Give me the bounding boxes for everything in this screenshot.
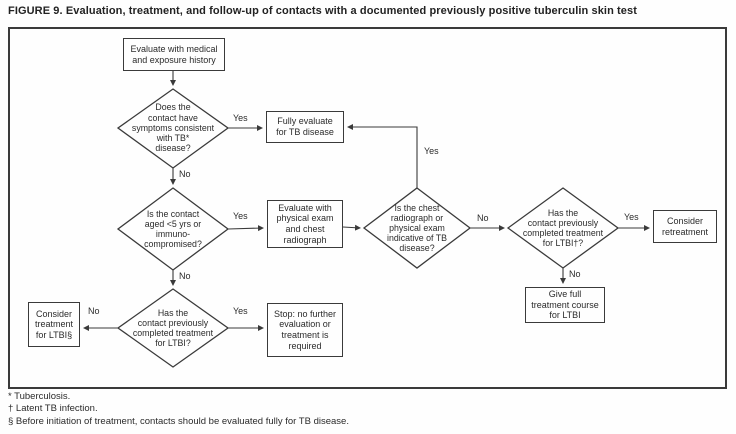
node-stop: Stop: no further evaluation or treatment… (267, 303, 343, 357)
edge-label-completed-right-no: No (569, 269, 581, 279)
decision-label-age-immuno: Is the contact aged <5 yrs or immuno- co… (144, 208, 202, 250)
decision-diamond-completed-treatment-bottom (116, 288, 230, 368)
decision-label-completed-treatment-right: Has the contact previously completed tre… (522, 207, 604, 249)
connector-exam-to-xray (342, 224, 361, 231)
edge-label-xray-yes: Yes (424, 146, 439, 156)
node-consider-retreatment: Consider retreatment (653, 210, 717, 243)
edge-label-symptoms-no: No (179, 169, 191, 179)
node-physical-exam: Evaluate with physical exam and chest ra… (267, 200, 343, 248)
edge-label-symptoms-yes: Yes (233, 113, 248, 123)
node-give-full-treatment: Give full treatment course for LTBI (525, 287, 605, 323)
decision-diamond-xray-indicative (362, 187, 472, 269)
footnote-before-initiation: § Before initiation of treatment, contac… (8, 415, 349, 427)
footnotes: * Tuberculosis. † Latent TB infection. §… (8, 391, 349, 428)
footnote-tuberculosis: * Tuberculosis. (8, 391, 71, 402)
diagram-border (8, 27, 727, 389)
edge-label-age-yes: Yes (233, 211, 248, 221)
node-consider-treatment: Consider treatment for LTBI§ (28, 302, 80, 347)
decision-diamond-completed-treatment-right (506, 187, 620, 269)
footnote-ltbi: † Latent TB infection. (8, 403, 98, 415)
edge-label-completed-bottom-yes: Yes (233, 306, 248, 316)
node-fully-evaluate: Fully evaluate for TB disease (266, 111, 344, 143)
decision-label-xray-indicative: Is the chest radiograph or physical exam… (387, 202, 447, 254)
decision-diamond-symptoms (116, 88, 230, 169)
connector-age-yes (227, 225, 264, 232)
decision-label-symptoms: Does the contact have symptoms consisten… (131, 102, 215, 154)
edge-label-completed-bottom-no: No (88, 306, 100, 316)
decision-label-completed-treatment-bottom: Has the contact previously completed tre… (132, 307, 214, 349)
figure-title: FIGURE 9. Evaluation, treatment, and fol… (8, 5, 638, 17)
edge-label-completed-right-yes: Yes (624, 212, 639, 222)
connector-xray-yes (347, 124, 418, 188)
edge-label-age-no: No (179, 271, 191, 281)
edge-label-xray-no: No (477, 213, 489, 223)
decision-diamond-age-immuno (116, 187, 230, 271)
node-evaluate-history: Evaluate with medical and exposure histo… (123, 38, 225, 71)
